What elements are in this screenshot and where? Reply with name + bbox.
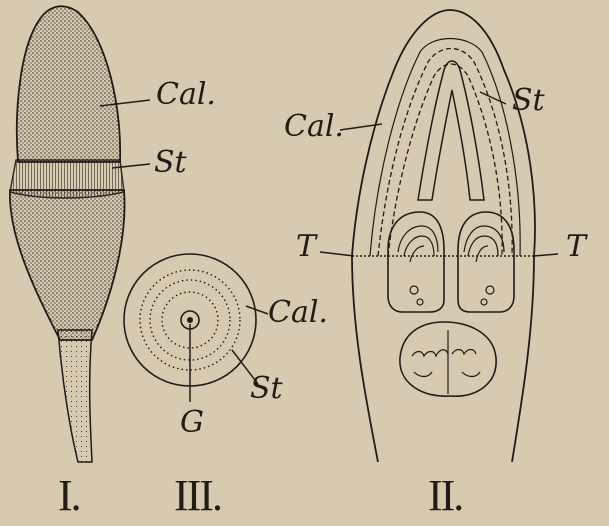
fig3-g-label: G [180, 408, 204, 438]
fig2-t-right-label: T [566, 232, 586, 262]
fig3-cross-section [124, 254, 268, 402]
fig2-calyx-label: Cal. [284, 112, 344, 142]
fig2-stamen-label: St [512, 86, 545, 116]
fig3-core [187, 317, 193, 323]
fig1-stamen-label: St [154, 148, 187, 178]
fig2-right-locule [458, 212, 514, 312]
fig2-t-left-label: T [296, 232, 316, 262]
fig1-calyx-cap [17, 6, 120, 162]
fig3-stamen-label: St [250, 374, 283, 404]
fig1-stamen-band [10, 160, 124, 198]
fig2-longitudinal-section [320, 10, 558, 462]
fig1-receptacle [10, 190, 125, 340]
fig1-calyx-label: Cal. [156, 80, 216, 110]
fig2-stamen-dashed-outer [378, 49, 512, 257]
fig2-stamen-dashed-inner [388, 64, 502, 256]
fig1-stalk [58, 330, 92, 462]
fig3-numeral: III. [174, 474, 221, 518]
fig2-numeral: II. [428, 474, 462, 518]
fig3-calyx-label: Cal. [268, 298, 328, 328]
fig1-numeral: I. [58, 474, 80, 518]
fig2-style [418, 61, 484, 200]
fig2-ovary-lobes [412, 330, 480, 394]
fig1-bud [10, 6, 150, 462]
